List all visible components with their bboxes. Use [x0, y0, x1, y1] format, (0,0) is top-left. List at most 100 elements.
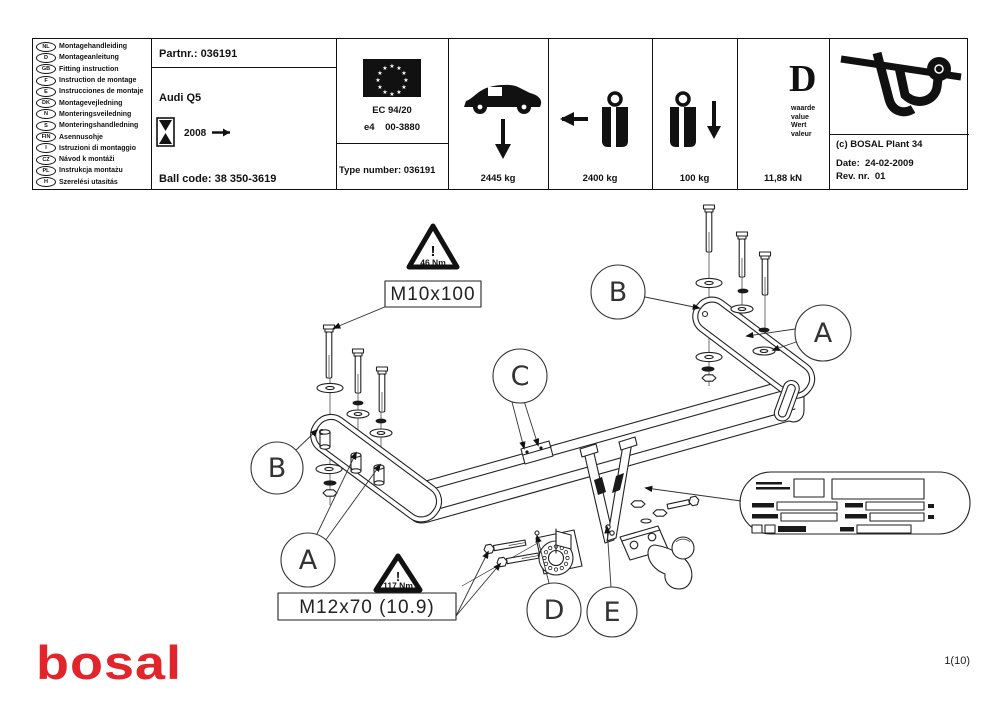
d-value-words: waarde value Wert valeur	[791, 105, 815, 139]
callout-letter: B	[609, 277, 628, 308]
callout-d	[526, 582, 582, 638]
svg-text:★: ★	[401, 70, 406, 77]
lang-label: Asennusohje	[59, 133, 103, 141]
bolt-m10	[758, 251, 772, 296]
model-year-icon: 2008	[156, 117, 230, 147]
svg-text:★: ★	[396, 65, 401, 72]
callout-e	[586, 586, 638, 638]
divider	[151, 39, 152, 189]
bolt-label-bottom: M12x70 (10.9)	[277, 592, 457, 621]
lang-label: Monteringshandledning	[59, 122, 139, 130]
svg-text:★: ★	[396, 89, 401, 96]
part-number: Partnr.: 036191	[159, 48, 238, 60]
callout-letter: B	[268, 453, 287, 484]
svg-text:★: ★	[382, 65, 387, 72]
callout-letter: A	[814, 318, 833, 349]
divider	[737, 39, 738, 189]
gross-weight: 2445 kg	[480, 173, 516, 184]
socket-bracket-assembly	[535, 528, 583, 576]
lang-code-badge: NL	[36, 41, 56, 52]
exclamation-icon: !	[431, 243, 436, 260]
vertical-load-icon	[670, 91, 721, 147]
callout-letter: E	[603, 597, 620, 628]
weight-icon	[675, 91, 691, 107]
towable-mass-icon	[560, 91, 628, 147]
torque-value: 117 Nm	[383, 581, 413, 591]
d-value: 11,88 kN	[763, 173, 803, 184]
plant-date: Date: 24-02-2009	[836, 158, 914, 169]
divider	[336, 143, 448, 144]
lang-label: Montagevejledning	[59, 99, 123, 107]
model-year: 2008	[184, 128, 207, 139]
lang-label: Monteringsveiledning	[59, 110, 132, 118]
lang-label: Instruction de montage	[59, 77, 137, 85]
exclamation-icon: !	[396, 569, 400, 584]
leader-lines	[295, 296, 797, 617]
bolt-spec-text: M10x100	[390, 284, 475, 305]
lang-label: Návod k montáži	[59, 156, 115, 164]
lang-code-badge: FIN	[36, 132, 56, 143]
towball-assembly	[619, 525, 695, 590]
callout-circles: B A C B A D E	[250, 264, 852, 638]
divider	[336, 39, 337, 189]
lang-label: Szerelési utasitás	[59, 178, 118, 186]
bolt-label-top: M10x100	[384, 280, 482, 308]
lang-label: Instrukcja montażu	[59, 167, 123, 175]
plant-copyright: (c) BOSAL Plant 34	[836, 139, 923, 150]
ball-mount-hardware	[630, 495, 700, 524]
towbar-icon	[840, 51, 962, 117]
divider	[151, 67, 336, 68]
bolt-m10	[375, 366, 389, 413]
divider	[652, 39, 653, 189]
callout-b-left	[250, 441, 304, 495]
right-bolt-cluster	[695, 204, 776, 382]
lang-code-badge: DK	[36, 98, 56, 109]
lang-code-badge: E	[36, 86, 56, 97]
lang-label: Istruzioni di montaggio	[59, 144, 136, 152]
ec-standard: EC 94/20	[372, 105, 412, 116]
divider	[548, 39, 549, 189]
eu-flag-icon: ★★★ ★★★ ★★★ ★★★	[363, 59, 421, 97]
svg-text:★: ★	[389, 63, 394, 70]
right-mount-bracket	[692, 296, 816, 399]
type-number: Type number: 036191	[339, 165, 436, 176]
svg-text:★: ★	[401, 84, 406, 91]
towable-mass: 2400 kg	[582, 173, 618, 184]
ball-code: Ball code: 38 350-3619	[159, 173, 277, 185]
lang-code-badge: N	[36, 109, 56, 120]
lang-label: Montageanleitung	[59, 54, 119, 62]
svg-text:★: ★	[389, 91, 394, 97]
svg-text:★: ★	[403, 77, 408, 84]
left-bolt-cluster	[315, 324, 393, 497]
lang-code-badge: PL	[36, 165, 56, 176]
svg-text:★: ★	[377, 84, 382, 91]
nut	[701, 374, 717, 382]
divider	[448, 39, 449, 189]
lang-code-badge: GB	[36, 64, 56, 75]
page-number: 1(10)	[944, 655, 970, 667]
callout-b-right	[590, 264, 646, 320]
bolt-spec-text: M12x70 (10.9)	[299, 597, 435, 618]
vehicle-weight-icon	[464, 84, 542, 159]
torque-warning-top: ! 46 Nm	[406, 223, 460, 270]
lang-code-badge: I	[36, 143, 56, 154]
callout-a-right	[794, 304, 852, 362]
torque-warning-bottom: ! 117 Nm	[373, 553, 423, 593]
svg-text:★: ★	[382, 89, 387, 96]
approval-number: e4 00-3880	[364, 122, 420, 133]
hourglass-icon	[156, 117, 175, 147]
lang-code-badge: H	[36, 177, 56, 188]
